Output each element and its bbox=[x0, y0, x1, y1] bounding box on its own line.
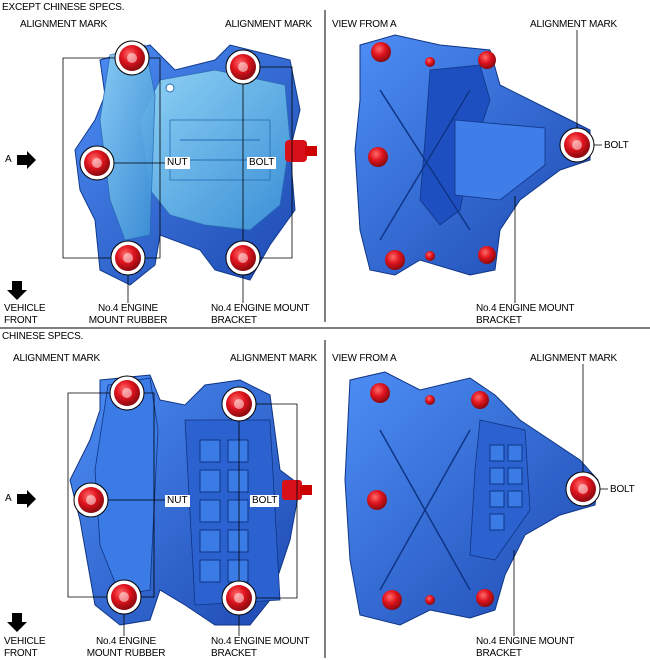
mount-bracket-label-line1: No.4 ENGINE MOUNT bbox=[211, 636, 310, 647]
view-a-arrow-icon-bottom bbox=[17, 490, 36, 508]
section-header-chinese: CHINESE SPECS. bbox=[2, 331, 84, 342]
nut-label: NUT bbox=[165, 495, 190, 507]
bolt-label: BOLT bbox=[250, 495, 280, 507]
vehicle-front-label-line2: FRONT bbox=[4, 315, 38, 326]
engine-mount-view-from-a-bottom bbox=[344, 371, 599, 626]
bolts-view-from-a-top bbox=[368, 42, 595, 270]
mount-rubber-label-line1: No.4 ENGINE bbox=[97, 303, 159, 314]
mount-bracket-label-line2: BRACKET bbox=[211, 648, 257, 659]
mount-bracket-label-line2: BRACKET bbox=[476, 648, 522, 659]
alignment-mark-label: ALIGNMENT MARK bbox=[530, 353, 618, 364]
bolt-label: BOLT bbox=[247, 157, 277, 169]
bolts-view-from-a-bottom bbox=[367, 383, 601, 610]
view-a-label: A bbox=[5, 493, 12, 504]
mount-bracket-label-line1: No.4 ENGINE MOUNT bbox=[211, 303, 310, 314]
vehicle-front-label-line1: VEHICLE bbox=[4, 303, 46, 314]
mount-rubber-label-line2: MOUNT RUBBER bbox=[86, 648, 166, 659]
vehicle-front-label-line1: VEHICLE bbox=[4, 636, 46, 647]
view-a-label: A bbox=[5, 154, 12, 165]
view-a-arrow-icon-top bbox=[17, 151, 36, 169]
alignment-marks-top-left bbox=[79, 40, 261, 276]
vehicle-front-arrow-icon-top bbox=[7, 281, 27, 300]
mount-bracket-label-line2: BRACKET bbox=[211, 315, 257, 326]
nut-label: NUT bbox=[165, 157, 190, 169]
vehicle-front-arrow-icon-bottom bbox=[7, 613, 27, 632]
mount-rubber-label-line2: MOUNT RUBBER bbox=[88, 315, 168, 326]
section-header-except-chinese: EXCEPT CHINESE SPECS. bbox=[2, 2, 125, 13]
leader-lines-bottom-left bbox=[67, 392, 298, 636]
bolt-label: BOLT bbox=[610, 484, 635, 495]
vehicle-front-label-line2: FRONT bbox=[4, 648, 38, 659]
engine-mount-view-from-a-top bbox=[354, 34, 591, 276]
alignment-mark-label: ALIGNMENT MARK bbox=[530, 19, 618, 30]
alignment-mark-label: ALIGNMENT MARK bbox=[20, 19, 108, 30]
mount-rubber-label-line1: No.4 ENGINE bbox=[95, 636, 157, 647]
view-from-a-title: VIEW FROM A bbox=[332, 19, 397, 30]
bolt-label: BOLT bbox=[604, 140, 629, 151]
mount-bracket-label-line1: No.4 ENGINE MOUNT bbox=[476, 303, 575, 314]
mount-bracket-label-line2: BRACKET bbox=[476, 315, 522, 326]
mount-bracket-label-line1: No.4 ENGINE MOUNT bbox=[476, 636, 575, 647]
alignment-mark-label: ALIGNMENT MARK bbox=[13, 353, 101, 364]
leader-lines-bottom-right bbox=[513, 364, 608, 636]
view-from-a-title: VIEW FROM A bbox=[332, 353, 397, 364]
leader-lines-top-left bbox=[62, 57, 293, 303]
alignment-mark-label: ALIGNMENT MARK bbox=[225, 19, 313, 30]
alignment-mark-label: ALIGNMENT MARK bbox=[230, 353, 318, 364]
leader-lines-top-right bbox=[514, 30, 602, 303]
